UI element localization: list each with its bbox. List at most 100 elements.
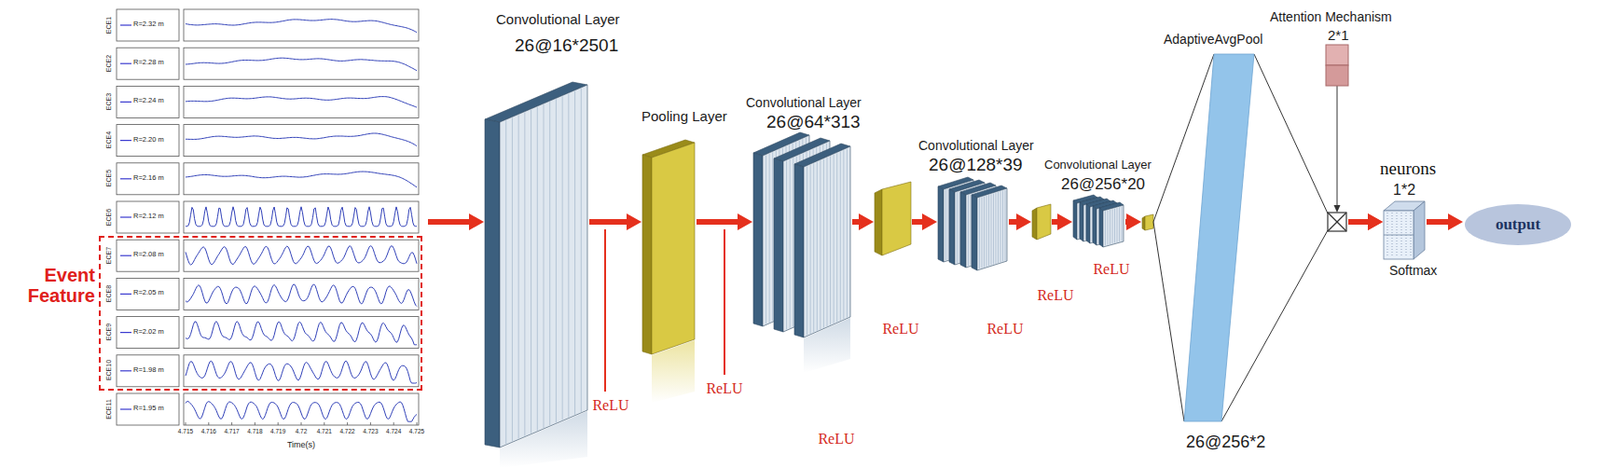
connector-line: [1153, 221, 1185, 422]
layer-stripe: [537, 107, 538, 431]
layer-stripe: [840, 151, 842, 321]
plot-frame: [183, 163, 419, 195]
layer-stripe: [819, 160, 821, 330]
layer-side-face: [794, 164, 804, 338]
layer-stripe: [1107, 210, 1109, 246]
signal-waveform: [185, 96, 417, 109]
conv-layer: Convolutional Layer26@256*20: [1073, 195, 1124, 248]
layer-stripe: [1117, 207, 1118, 243]
layer-front-face: [1103, 205, 1124, 248]
layer-stripe: [769, 153, 771, 323]
channel-label: ECE6: [105, 203, 113, 232]
shape-outline: [937, 177, 1007, 273]
layer-size: 1*2: [1393, 181, 1416, 199]
connector: [589, 213, 642, 231]
channel-label: ECE10: [105, 356, 113, 385]
layer-stripe: [1112, 208, 1114, 244]
shape-outline: [753, 132, 851, 341]
layer-stripe: [836, 152, 838, 322]
axis-tick: [393, 422, 395, 426]
legend-sample: [120, 63, 132, 65]
layer-stripe: [1002, 190, 1004, 262]
tick-label: 4.72: [290, 427, 312, 435]
tick-label: 4.716: [198, 427, 220, 435]
legend-text: R=2.28 m: [133, 58, 165, 68]
layer-stripe: [1005, 190, 1007, 262]
signal-waveform: [185, 171, 417, 188]
layer-stripe: [580, 88, 582, 413]
layer-stripe: [1118, 206, 1120, 242]
connector-line: [1254, 54, 1328, 214]
layer-stripe: [765, 154, 767, 324]
layer-front-face: [803, 146, 851, 338]
leader-line: [723, 229, 726, 375]
pooling-block: [1036, 204, 1051, 240]
conv-layer: Convolutional Layer26@128*39: [937, 177, 1007, 273]
tick-label: 4.719: [267, 427, 289, 435]
activation-label: ReLU: [587, 397, 635, 414]
layer-stripe: [970, 193, 972, 265]
shape-outline: [1325, 44, 1349, 86]
layer-size: 26@16*2501: [514, 35, 619, 56]
legend-text: R=2.05 m: [133, 289, 165, 298]
connector: [427, 213, 484, 231]
layer-front-face: [977, 188, 1007, 271]
activation-label: ReLU: [981, 320, 1029, 338]
legend-sample: [120, 101, 132, 103]
legend-frame: [116, 277, 180, 310]
legend-sample: [120, 255, 132, 257]
layer-stripe: [543, 104, 545, 428]
layer-size: 26@256*20: [1061, 175, 1145, 194]
axis-tick: [254, 422, 256, 426]
layer-size: 2*1: [1327, 27, 1350, 43]
tick-label: 4.722: [337, 427, 359, 435]
legend-frame: [116, 47, 180, 80]
layer-side-face: [1079, 202, 1084, 242]
attention-box: Attention Mechanism2*1: [1325, 44, 1349, 86]
layer-stripe: [813, 163, 814, 332]
plot-frame: [183, 47, 419, 80]
layer-side-face: [937, 186, 944, 263]
layer-stripe: [806, 165, 808, 335]
plot-frame: [183, 317, 419, 349]
cube-front: [1383, 210, 1414, 260]
channel-label: ECE9: [105, 317, 113, 346]
legend-text: R=2.24 m: [133, 96, 165, 106]
layer-stripe: [549, 101, 551, 426]
cube-side: [1413, 201, 1425, 260]
tick-label: 4.715: [175, 427, 196, 435]
layer-stripe: [1121, 206, 1123, 242]
tick-label: 4.717: [221, 427, 243, 435]
layer-side-face: [484, 119, 500, 448]
tick-label: 4.725: [406, 427, 428, 435]
connector-line: [696, 219, 741, 225]
connector-line: [1426, 219, 1451, 225]
layer-name: Convolutional Layer: [1044, 158, 1152, 173]
pooling-block: [874, 189, 883, 256]
channel-label: ECE3: [105, 87, 113, 116]
axis-tick: [185, 422, 187, 426]
signal-waveform: [185, 19, 417, 33]
legend-text: R=2.32 m: [133, 20, 165, 29]
pooling-layer: Pooling Layer: [642, 139, 695, 355]
axis-tick: [346, 422, 348, 426]
axis-tick: [277, 422, 279, 426]
layer-side-face: [773, 158, 784, 332]
shape-outline: [1383, 201, 1425, 260]
layer-stripe: [991, 193, 993, 265]
legend-sample: [120, 216, 132, 218]
channel-label: ECE5: [105, 164, 113, 193]
arrow-head: [1057, 213, 1073, 231]
layer-stripe: [827, 157, 828, 327]
layer-stripe: [959, 191, 961, 263]
activation-label: ReLU: [1032, 287, 1079, 304]
multiply-symbol: [1327, 212, 1347, 232]
layer-stripe: [997, 192, 999, 263]
layer-stripe: [789, 159, 791, 329]
legend-text: R=2.08 m: [133, 250, 165, 260]
legend-frame: [116, 9, 180, 42]
connector: [696, 213, 753, 231]
pooling-block: [1142, 216, 1145, 231]
axis-tick: [231, 422, 233, 426]
output-ellipse-shape: [1464, 204, 1572, 246]
